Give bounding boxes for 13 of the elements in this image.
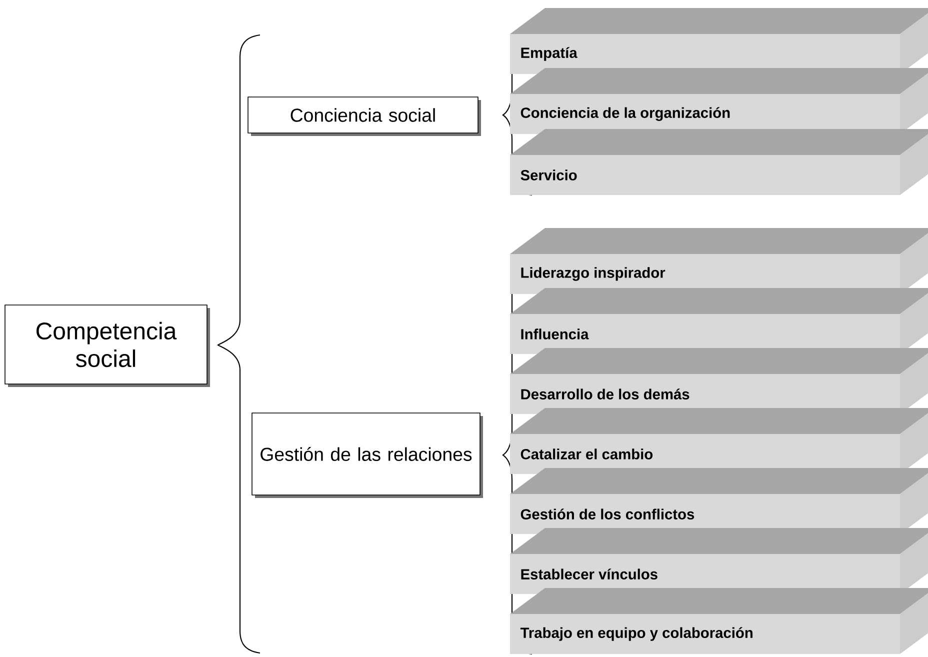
slab-bar: Catalizar el cambio <box>510 408 928 474</box>
text-box: Competencia social <box>4 304 210 387</box>
slab-bar: Liderazgo inspirador <box>510 228 928 294</box>
slab-bar: Desarrollo de los demás <box>510 348 928 414</box>
text-box: Conciencia social <box>248 96 481 136</box>
slab-bar: Servicio <box>510 129 928 195</box>
slab-bar: Influencia <box>510 288 928 354</box>
slab-bar: Trabajo en equipo y colaboración <box>510 588 928 654</box>
slab-bar: Gestión de los conflictos <box>510 468 928 534</box>
slab-bar: Conciencia de la organización <box>510 68 928 134</box>
slab-bar: Empatía <box>510 8 928 74</box>
slab-bar: Establecer vínculos <box>510 528 928 594</box>
text-box: Gestión de las relaciones <box>252 412 483 498</box>
